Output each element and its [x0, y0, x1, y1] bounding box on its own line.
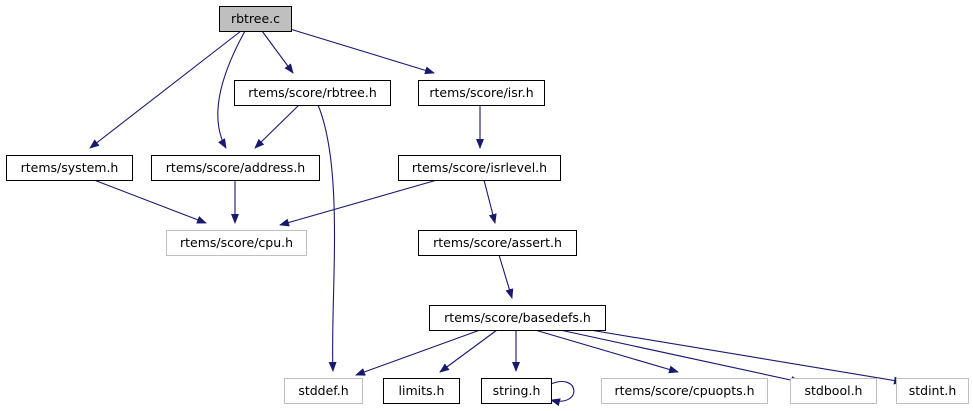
node-label: limits.h: [399, 383, 445, 398]
node-box: [383, 378, 460, 404]
node-box: [284, 378, 363, 404]
node-box: [398, 155, 561, 181]
node-box: [418, 80, 545, 106]
node-rtems-score-cpuopts-h: rtems/score/cpuopts.h: [601, 378, 768, 404]
node-rtems-system-h[interactable]: rtems/system.h: [6, 155, 133, 181]
node-box: [219, 6, 292, 32]
node-rtems-score-cpu-h: rtems/score/cpu.h: [166, 230, 307, 256]
node-box: [601, 378, 768, 404]
node-stdint-h: stdint.h: [896, 378, 969, 404]
node-box: [166, 230, 307, 256]
nodes-layer: rbtree.c rtems/system.h rtems/score/addres…: [6, 6, 969, 404]
node-box: [481, 378, 552, 404]
node-label: rtems/score/rbtree.h: [248, 85, 377, 100]
node-box: [429, 305, 606, 331]
edge-rtems-score-basedefs-h-to-rtems-score-cpuopts-h: [534, 329, 679, 374]
node-box: [790, 378, 877, 404]
edge-rtems-score-basedefs-h-to-stdbool-h: [559, 329, 801, 385]
edge-rbtree-c-to-rtems-score-isr-h: [289, 28, 435, 75]
edge-rbtree-c-to-rtems-score-rbtree-h: [261, 30, 294, 74]
edge-string-h-to-string-h: [550, 381, 575, 407]
node-rtems-score-basedefs-h[interactable]: rtems/score/basedefs.h: [429, 305, 606, 331]
node-box: [6, 155, 133, 181]
edge-rtems-score-basedefs-h-to-limits-h: [439, 329, 498, 373]
edge-rbtree-c-to-rtems-score-address-h: [217, 30, 246, 149]
edges-layer: [89, 28, 904, 407]
node-label: rtems/system.h: [21, 160, 119, 175]
node-label: string.h: [493, 383, 541, 398]
node-label: rtems/score/isrlevel.h: [412, 160, 547, 175]
node-limits-h[interactable]: limits.h: [383, 378, 460, 404]
node-box: [151, 155, 320, 181]
node-box: [896, 378, 969, 404]
edge-rtems-score-basedefs-h-to-stdint-h: [589, 329, 904, 385]
edge-rtems-score-rbtree-h-to-rtems-score-address-h: [254, 104, 300, 149]
node-label: rtems/score/address.h: [166, 160, 305, 175]
node-rtems-score-assert-h[interactable]: rtems/score/assert.h: [418, 230, 577, 256]
node-rtems-score-rbtree-h[interactable]: rtems/score/rbtree.h: [234, 80, 391, 106]
node-label: rtems/score/assert.h: [433, 235, 562, 250]
node-rtems-score-isr-h[interactable]: rtems/score/isr.h: [418, 80, 545, 106]
node-label: rbtree.c: [231, 11, 280, 26]
node-box: [234, 80, 391, 106]
node-rtems-score-isrlevel-h[interactable]: rtems/score/isrlevel.h: [398, 155, 561, 181]
node-label: rtems/score/isr.h: [429, 85, 533, 100]
edge-rtems-score-basedefs-h-to-stddef-h: [355, 329, 481, 376]
edge-rtems-score-isrlevel-h-to-rtems-score-cpu-h: [279, 179, 438, 227]
node-string-h[interactable]: string.h: [481, 378, 552, 404]
edge-rtems-score-rbtree-h-to-stddef-h: [317, 104, 337, 372]
edge-rtems-score-assert-h-to-rtems-score-basedefs-h: [498, 254, 514, 299]
node-stddef-h: stddef.h: [284, 378, 363, 404]
edge-rbtree-c-to-rtems-system-h: [89, 30, 242, 149]
edge-rtems-system-h-to-rtems-score-cpu-h: [93, 179, 207, 224]
node-box: [418, 230, 577, 256]
node-label: stddef.h: [298, 383, 348, 398]
node-stdbool-h: stdbool.h: [790, 378, 877, 404]
node-label: rtems/score/basedefs.h: [444, 310, 591, 325]
node-label: rtems/score/cpu.h: [180, 235, 293, 250]
node-label: stdint.h: [909, 383, 957, 398]
node-label: stdbool.h: [805, 383, 863, 398]
node-rtems-score-address-h[interactable]: rtems/score/address.h: [151, 155, 320, 181]
node-label: rtems/score/cpuopts.h: [614, 383, 754, 398]
node-rbtree-c[interactable]: rbtree.c: [219, 6, 292, 32]
edge-rtems-score-isrlevel-h-to-rtems-score-assert-h: [483, 179, 497, 224]
